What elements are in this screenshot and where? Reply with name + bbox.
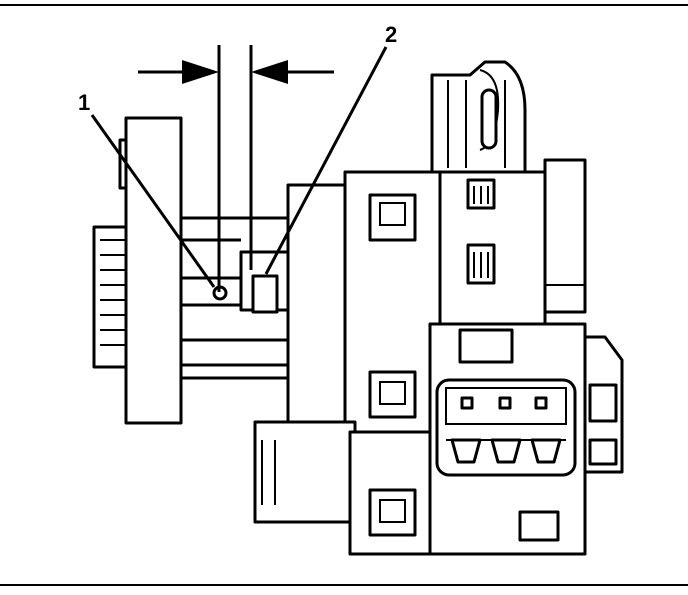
callout-2-marker [251,274,279,314]
bottom-border-rule [0,584,688,586]
main-connector-body [343,158,587,434]
leader-lines [90,46,388,288]
left-hub-assembly [92,116,352,437]
right-side-clip [583,335,624,474]
callout-label-1: 1 [78,90,91,115]
lower-connector-block [253,322,587,556]
top-latch-housing [430,60,527,174]
callout-label-2: 2 [385,22,398,47]
top-border-rule [0,4,688,6]
dimension-indicator [138,45,334,292]
